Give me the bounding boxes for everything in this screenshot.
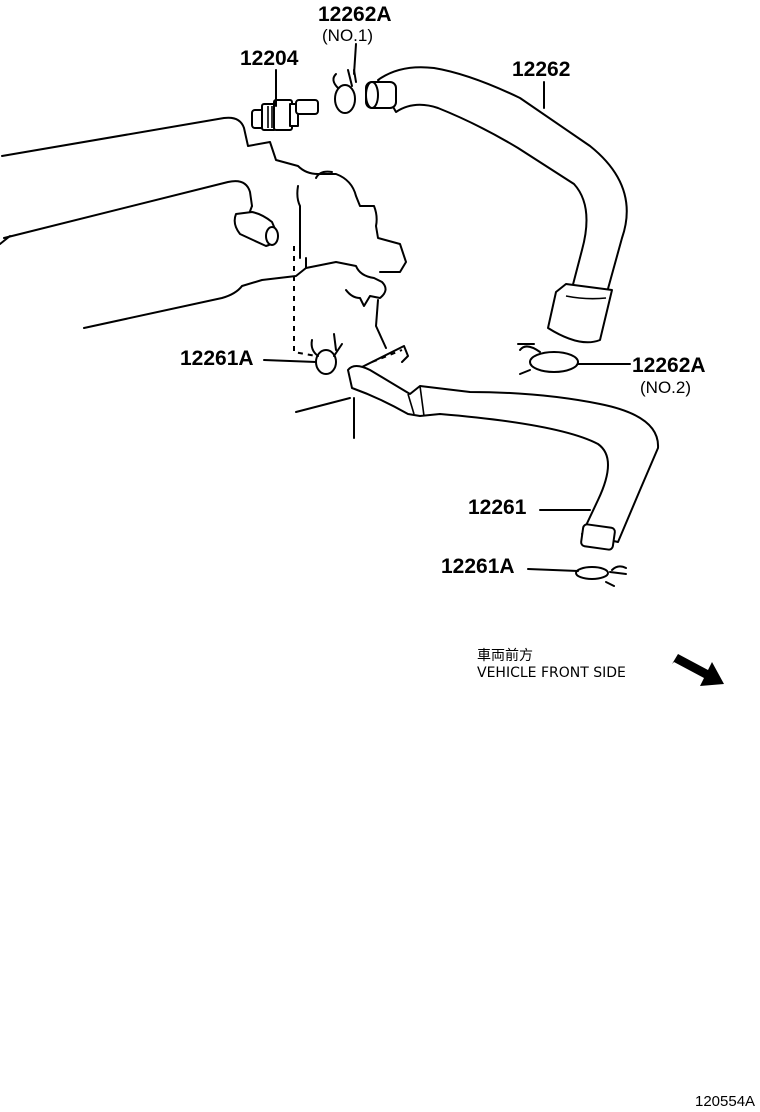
- clamp-no1: [332, 69, 357, 114]
- pcv-valve-number: 12204: [240, 47, 299, 70]
- lower-hose-number: 12261: [468, 496, 527, 519]
- lower-hose: [347, 365, 660, 551]
- front-direction-arrow-icon: [672, 654, 724, 686]
- clamp-left: [310, 333, 343, 375]
- clamp-bottom: [575, 565, 627, 587]
- clamp-left-number: 12261A: [180, 347, 254, 370]
- clamp-no1-note: (NO.1): [322, 26, 373, 45]
- engine-outline: [0, 116, 409, 439]
- direction-english: VEHICLE FRONT SIDE: [477, 665, 626, 681]
- figure-reference: 120554A: [695, 1093, 755, 1110]
- clamp-no1-number: 12262A: [318, 3, 392, 26]
- leader-lines: [263, 43, 631, 572]
- clamp-bottom-number: 12261A: [441, 555, 515, 578]
- upper-hose: [365, 66, 628, 344]
- clamp-no2: [517, 343, 579, 375]
- direction-japanese: 車両前方: [477, 647, 533, 664]
- pcv-valve: [251, 99, 319, 131]
- clamp-no2-number: 12262A: [632, 354, 706, 377]
- clamp-no2-note: (NO.2): [640, 378, 691, 397]
- engine-outlet-nipple: [233, 211, 279, 247]
- upper-hose-number: 12262: [512, 58, 570, 81]
